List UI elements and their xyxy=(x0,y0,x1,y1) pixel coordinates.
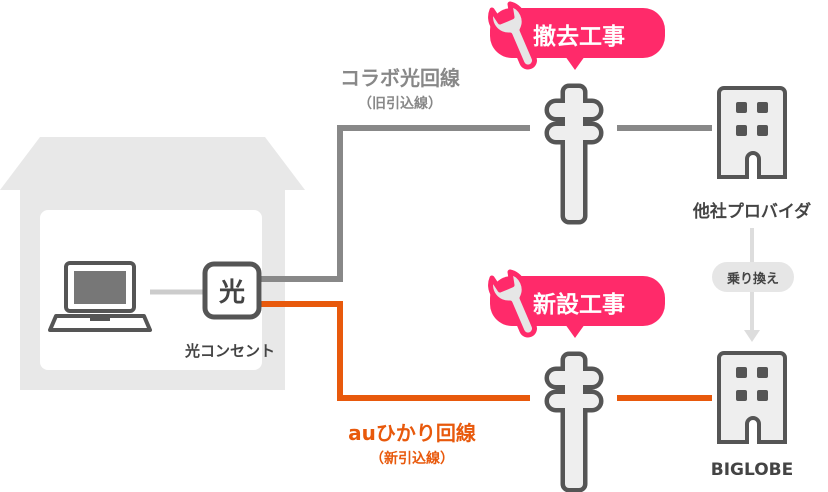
new-line-name: auひかり回線 xyxy=(348,421,476,445)
bubble-remove xyxy=(490,8,665,70)
provider-new-label: BIGLOBE xyxy=(710,460,794,480)
old-line-path xyxy=(260,125,530,282)
wrench-icon xyxy=(488,1,537,70)
utility-pole-new xyxy=(544,351,604,492)
old-line-sub: （旧引込線） xyxy=(358,96,442,112)
building-icon-old xyxy=(717,86,787,179)
laptop-icon xyxy=(48,261,152,332)
provider-old-label: 他社プロバイダ xyxy=(692,202,812,222)
wrench-icon xyxy=(488,269,537,338)
switch-label: 乗り換え xyxy=(712,262,794,292)
outlet-char: 光 xyxy=(218,278,245,308)
work-remove-label: 撤去工事 xyxy=(533,24,625,50)
new-line-path xyxy=(260,301,530,401)
work-install-label: 新設工事 xyxy=(533,292,625,318)
outlet-icon xyxy=(202,261,262,320)
old-line-name: コラボ光回線 xyxy=(340,66,460,90)
building-icon-new xyxy=(717,351,787,444)
bubble-install xyxy=(490,276,665,338)
outlet-label: 光コンセント xyxy=(184,342,276,360)
new-line-sub: （新引込線） xyxy=(370,451,454,467)
utility-pole-old xyxy=(544,83,604,225)
